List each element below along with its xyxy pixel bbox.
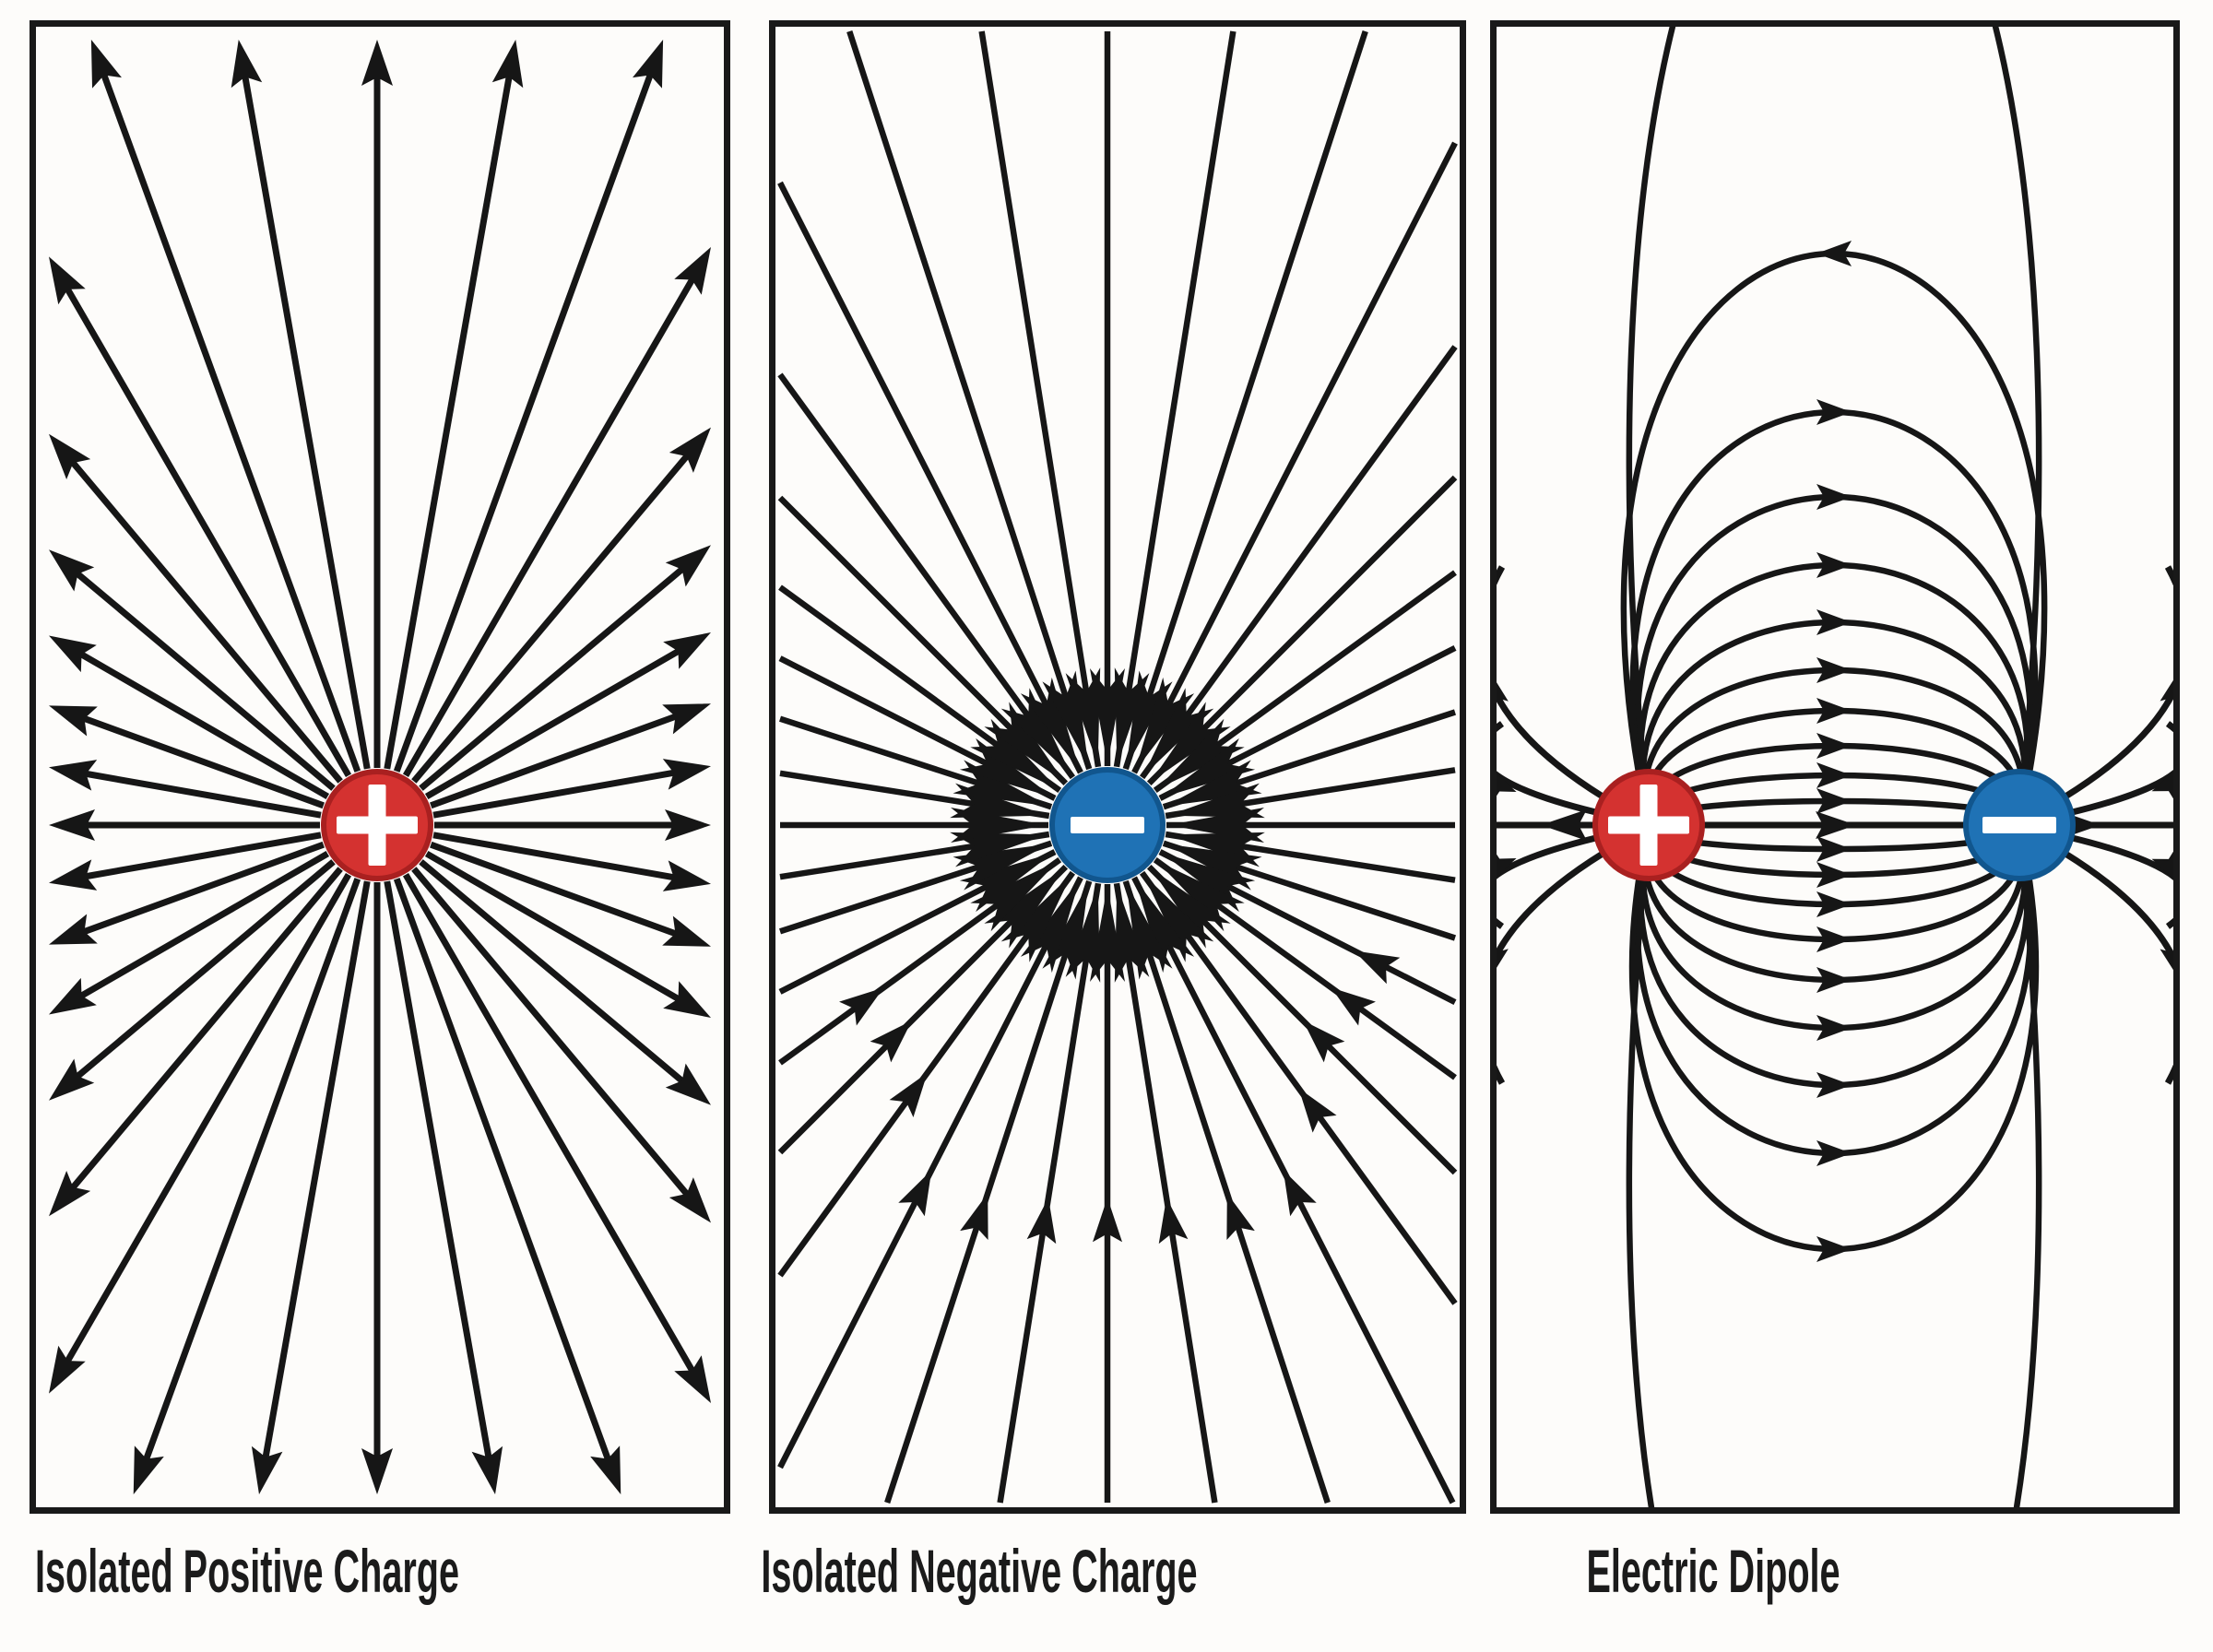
panel-electric-dipole	[1490, 20, 2180, 1514]
caption-isolated-negative-charge: Isolated Negative Charge	[761, 1537, 1198, 1605]
caption-electric-dipole: Electric Dipole	[1586, 1537, 1840, 1605]
field-lines-electric-dipole	[1497, 27, 2173, 1507]
panel-isolated-negative-charge	[769, 20, 1466, 1514]
minus-symbol	[1982, 817, 2056, 833]
panel-isolated-positive-charge	[30, 20, 730, 1514]
caption-isolated-positive-charge: Isolated Positive Charge	[35, 1537, 459, 1605]
negative-charge	[1049, 767, 1166, 883]
dipole-negative-charge	[1963, 769, 2076, 881]
field-lines-positive-charge	[49, 40, 711, 1494]
plus-symbol	[1639, 785, 1658, 866]
positive-charge	[321, 769, 433, 881]
minus-symbol	[1071, 817, 1144, 833]
plus-symbol	[368, 785, 386, 866]
dipole-positive-charge	[1592, 769, 1705, 881]
field-lines-negative-charge	[777, 30, 1458, 1504]
